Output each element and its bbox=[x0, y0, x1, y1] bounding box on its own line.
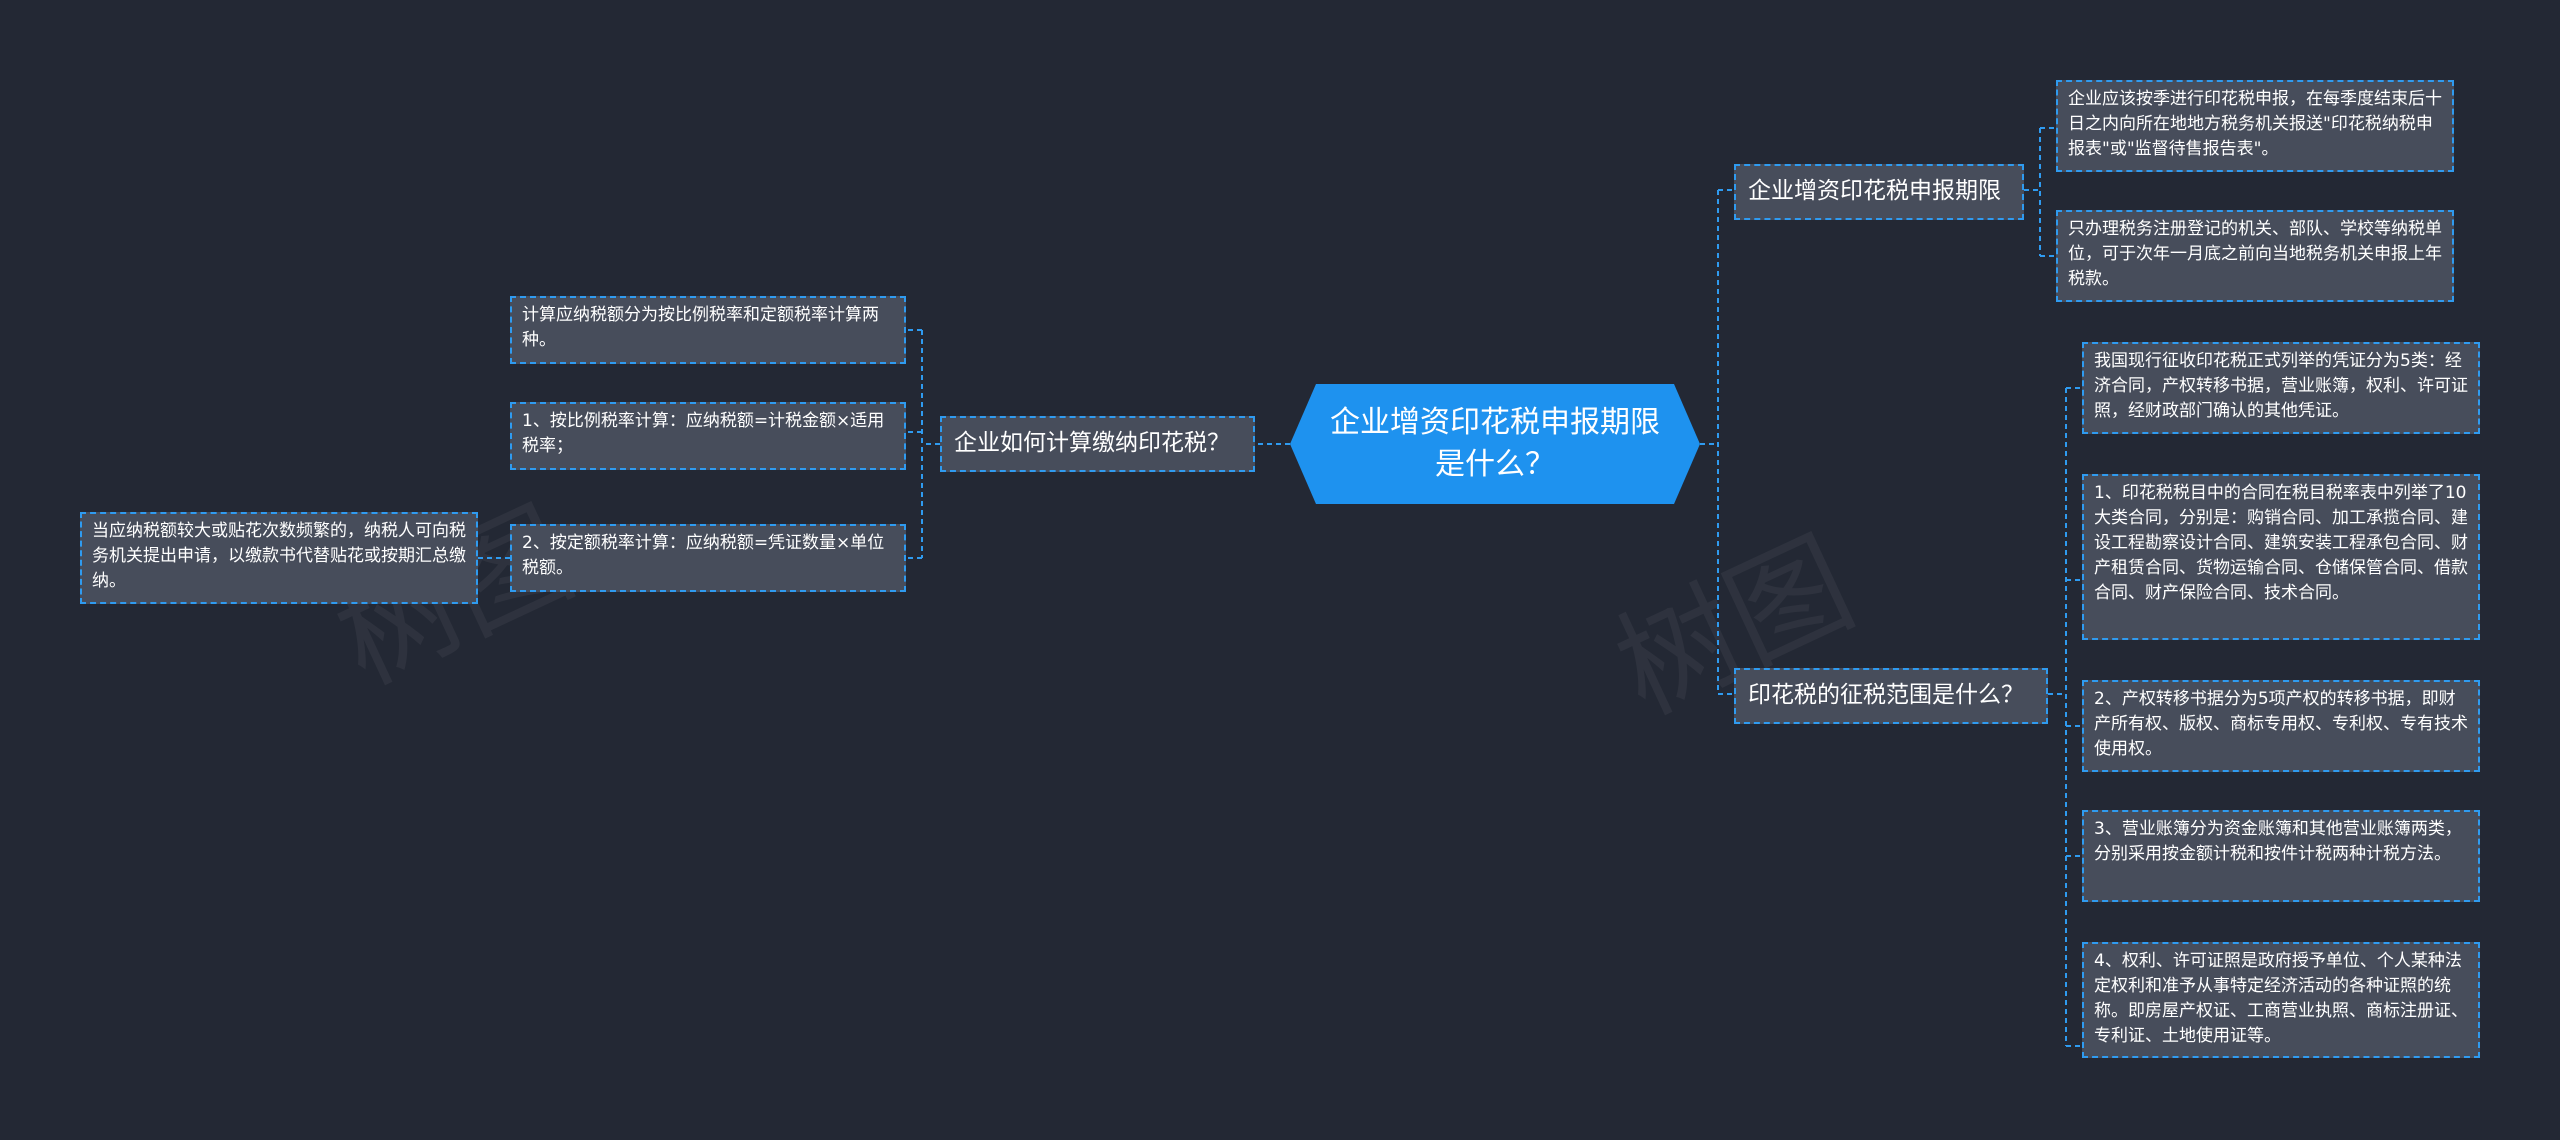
branch-filing-deadline[interactable]: 企业增资印花税申报期限 bbox=[1734, 164, 2024, 220]
leaf-calc-methods[interactable]: 计算应纳税额分为按比例税率和定额税率计算两种。 bbox=[510, 296, 906, 364]
connector-left-spine bbox=[906, 329, 940, 559]
leaf-five-categories[interactable]: 我国现行征收印花税正式列举的凭证分为5类：经济合同，产权转移书据，营业账簿，权利… bbox=[2082, 342, 2480, 434]
connector-right-top-spine bbox=[2024, 127, 2056, 257]
leaf-bulk-payment[interactable]: 当应纳税额较大或贴花次数频繁的，纳税人可向税务机关提出申请，以缴款书代替贴花或按… bbox=[80, 512, 478, 604]
root-topic[interactable]: 企业增资印花税申报期限 是什么？ bbox=[1290, 384, 1700, 504]
leaf-proportional-rate[interactable]: 1、按比例税率计算：应纳税额=计税金额×适用税率； bbox=[510, 402, 906, 470]
leaf-fixed-rate[interactable]: 2、按定额税率计算：应纳税额=凭证数量×单位税额。 bbox=[510, 524, 906, 592]
leaf-business-books[interactable]: 3、营业账簿分为资金账簿和其他营业账簿两类，分别采用按金额计税和按件计税两种计税… bbox=[2082, 810, 2480, 902]
leaf-quarterly-filing[interactable]: 企业应该按季进行印花税申报，在每季度结束后十日之内向所在地地方税务机关报送"印花… bbox=[2056, 80, 2454, 172]
leaf-annual-filing[interactable]: 只办理税务注册登记的机关、部队、学校等纳税单位，可于次年一月底之前向当地税务机关… bbox=[2056, 210, 2454, 302]
leaf-contracts[interactable]: 1、印花税税目中的合同在税目税率表中列举了10大类合同，分别是：购销合同、加工承… bbox=[2082, 474, 2480, 640]
branch-tax-scope[interactable]: 印花税的征税范围是什么？ bbox=[1734, 668, 2048, 724]
leaf-licenses[interactable]: 4、权利、许可证照是政府授予单位、个人某种法定权利和准予从事特定经济活动的各种证… bbox=[2082, 942, 2480, 1058]
branch-how-to-calculate[interactable]: 企业如何计算缴纳印花税？ bbox=[940, 416, 1255, 472]
connector-right-bottom-spine bbox=[2048, 387, 2082, 1047]
leaf-property-transfer[interactable]: 2、产权转移书据分为5项产权的转移书据，即财产所有权、版权、商标专用权、专利权、… bbox=[2082, 680, 2480, 772]
